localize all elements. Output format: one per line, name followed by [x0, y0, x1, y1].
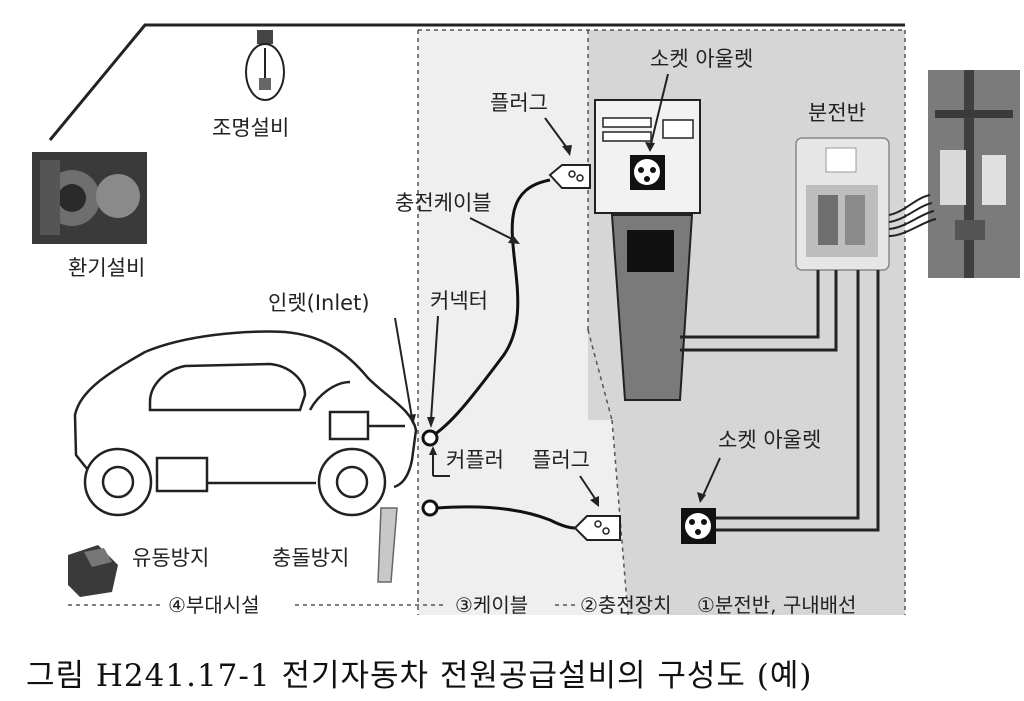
socket-outlet-top-label: 소켓 아울렛 [650, 47, 753, 71]
coupler-label: 커플러 [446, 448, 504, 472]
utility-pole-photo [928, 70, 1020, 278]
plug-top-icon [548, 164, 591, 189]
distribution-board-label: 분전반 [808, 101, 866, 125]
ventilation-fan-photo [32, 152, 147, 244]
zone-accessories-label: ④부대시설 [168, 593, 260, 617]
distribution-board [795, 137, 890, 271]
zone-cable-label: ③케이블 [455, 593, 528, 617]
lighting-label: 조명설비 [212, 116, 289, 140]
light-bulb-icon [245, 30, 285, 101]
charging-cable-label: 충전케이블 [395, 191, 492, 215]
zone-charger-label: ②충전장치 [580, 593, 672, 617]
plug-bottom-icon [573, 515, 621, 541]
zone-charger-lower-shading [612, 420, 680, 615]
socket-outlet-bottom-label: 소켓 아울렛 [718, 428, 821, 452]
connector-icon [421, 429, 439, 447]
roof-line [48, 23, 905, 141]
lower-cable-line [436, 505, 576, 530]
zone-distribution-label: ①분전반, 구내배선 [697, 593, 856, 617]
collision-guard-label: 충돌방지 [272, 546, 349, 570]
zone-cable-shading [418, 30, 588, 615]
internal-wiring [680, 270, 880, 532]
charging-cable-line [431, 178, 551, 438]
cable-end-icon [421, 499, 439, 517]
collision-guard-post [377, 507, 398, 583]
inlet-label: 인렛(Inlet) [268, 291, 370, 315]
wheel-stopper-photo [68, 545, 118, 597]
socket-outlet-top-icon [630, 155, 665, 190]
pole-to-board-wires [888, 194, 937, 237]
wheel-stopper-label: 유동방지 [132, 546, 209, 570]
plug-bottom-label: 플러그 [532, 448, 590, 472]
connector-label: 커넥터 [430, 289, 488, 313]
socket-outlet-bottom-icon [681, 508, 716, 544]
plug-top-label: 플러그 [490, 91, 548, 115]
electric-car-outline [73, 330, 418, 517]
ventilation-label: 환기설비 [68, 256, 145, 280]
figure-caption: 그림 H241.17-1 전기자동차 전원공급설비의 구성도 (예) [26, 658, 813, 694]
